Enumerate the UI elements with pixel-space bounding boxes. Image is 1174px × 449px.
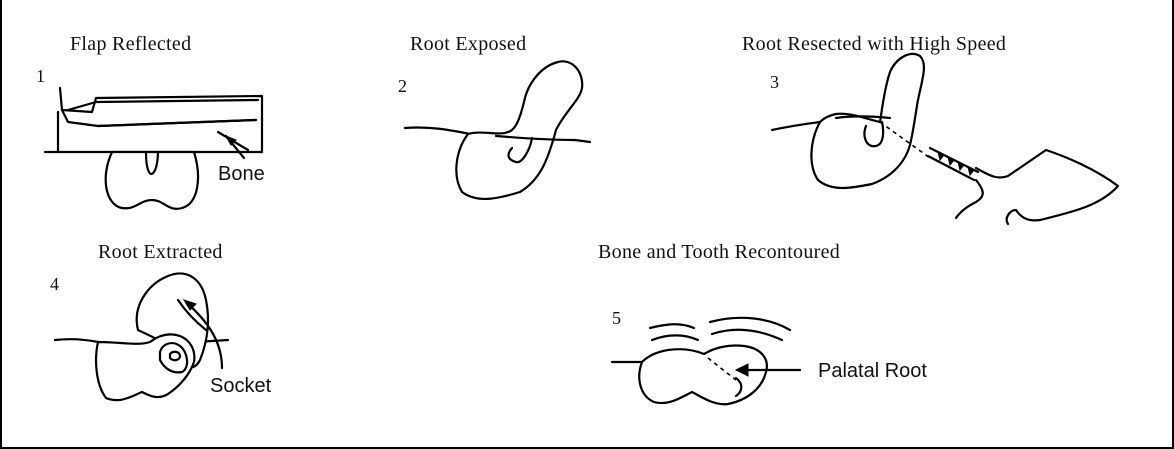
panel-1-title: Flap Reflected (70, 33, 191, 55)
panel-1-number: 1 (36, 66, 45, 86)
panel-1: Flap Reflected 1 Bone (36, 33, 265, 209)
panel-3-illustration (772, 54, 1118, 224)
panel-2-number: 2 (398, 76, 407, 96)
panel-1-illustration (45, 88, 262, 209)
panel-4-illustration (55, 273, 228, 400)
panel-4-title: Root Extracted (98, 241, 223, 263)
panel-3: Root Resected with High Speed 3 (742, 33, 1118, 224)
panel-3-number: 3 (770, 72, 779, 92)
panel-5-number: 5 (612, 308, 621, 328)
panel-2-title: Root Exposed (410, 33, 526, 55)
panel-5-title: Bone and Tooth Recontoured (598, 241, 840, 263)
panel-4: Root Extracted 4 Socket (50, 241, 272, 400)
panel-2: Root Exposed 2 (398, 33, 590, 199)
panel-2-illustration (405, 61, 590, 199)
bone-label: Bone (218, 136, 265, 185)
socket-label-text: Socket (210, 375, 272, 397)
panel-3-title: Root Resected with High Speed (742, 33, 1006, 55)
palatal-root-label-text: Palatal Root (818, 360, 927, 382)
panel-4-number: 4 (50, 274, 59, 294)
bone-label-text: Bone (218, 163, 265, 185)
panel-5-illustration (612, 318, 790, 404)
panel-5: Bone and Tooth Recontoured 5 Palatal Roo… (598, 241, 927, 404)
